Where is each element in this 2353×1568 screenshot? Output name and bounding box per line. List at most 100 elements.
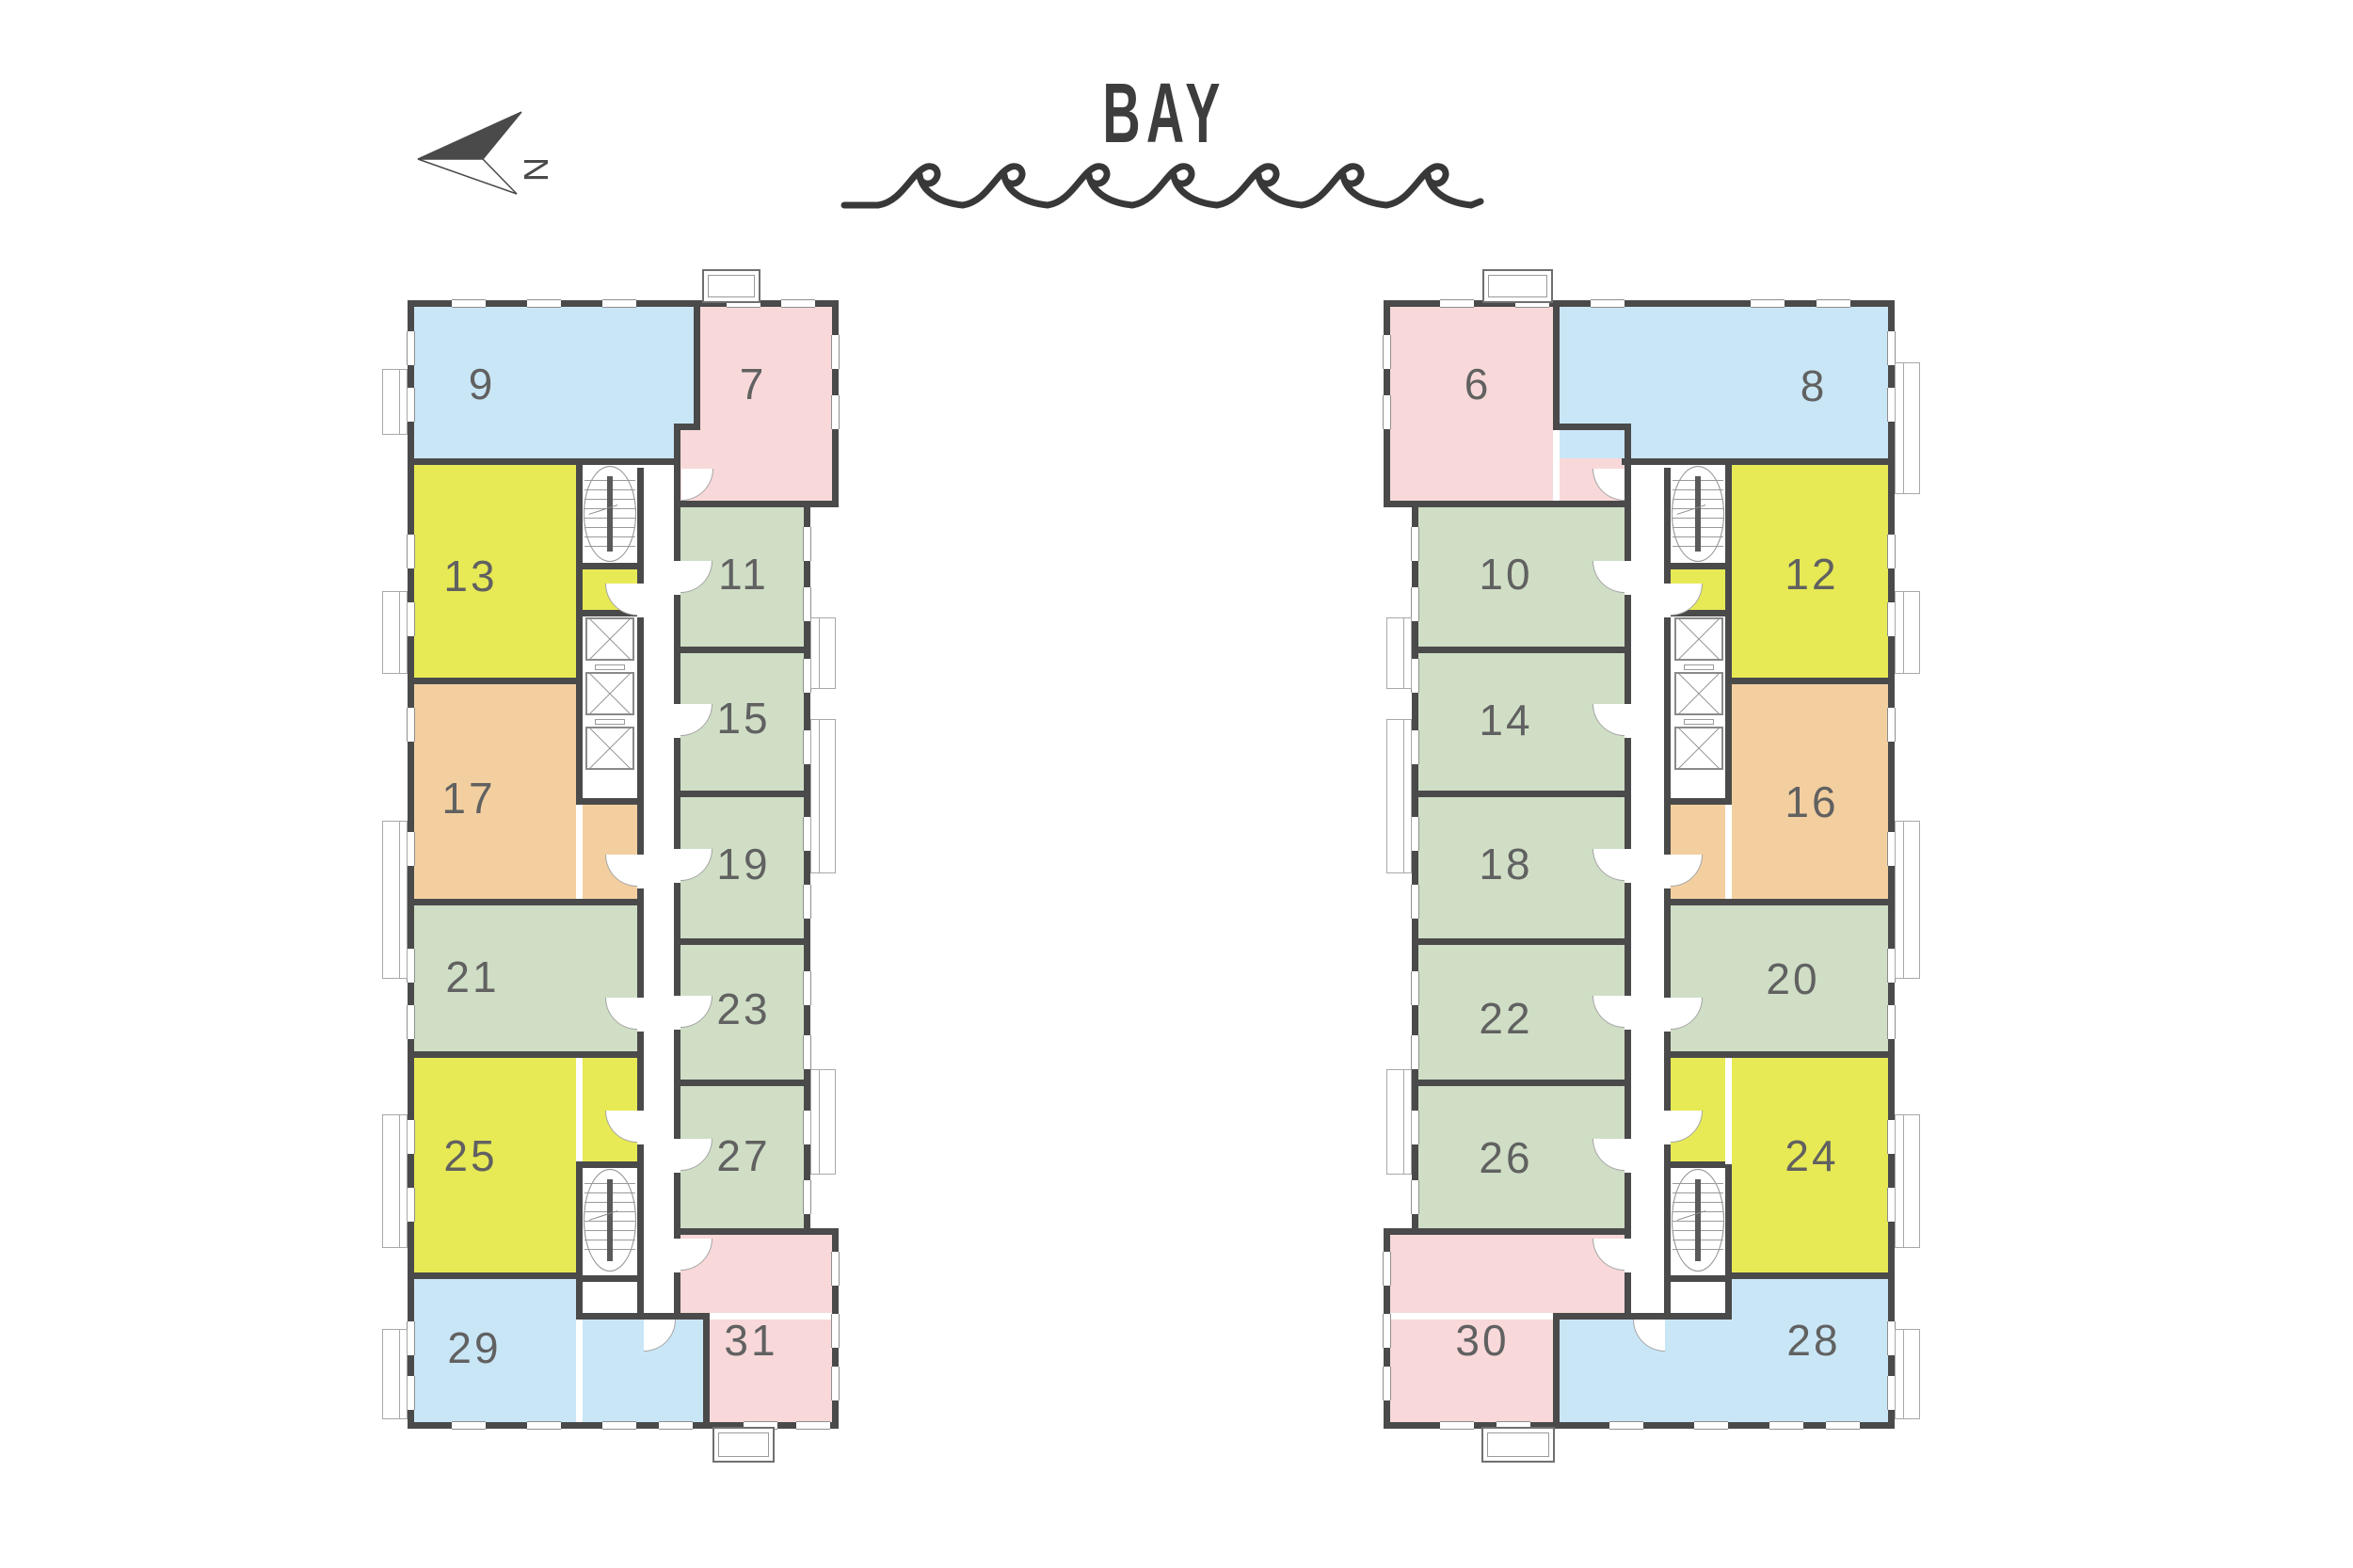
window <box>1887 1005 1896 1039</box>
elevator-slot <box>1684 719 1714 725</box>
stair-detail <box>607 1179 613 1261</box>
window <box>1440 1421 1474 1430</box>
stair-detail <box>1672 1169 1724 1272</box>
unit-23-label: 23 <box>716 984 771 1033</box>
stairs-icon <box>583 465 637 563</box>
wall <box>1725 1164 1732 1320</box>
door-opening <box>674 704 680 738</box>
unit-28-area <box>1732 1279 1888 1422</box>
elevator-icon <box>1674 617 1723 661</box>
window <box>1609 1421 1643 1430</box>
unit-16-area <box>1732 684 1888 899</box>
balcony-railing <box>382 821 408 979</box>
waves-icon <box>840 163 1484 209</box>
window <box>407 1005 415 1039</box>
wall <box>1412 501 1418 1235</box>
balcony-railing <box>1895 362 1920 494</box>
elevator-icon <box>585 727 634 770</box>
unit-6-area <box>1386 307 1553 501</box>
window <box>1591 299 1625 308</box>
unit-10-label: 10 <box>1479 550 1533 599</box>
stair-detail <box>1672 466 1724 562</box>
stairs-icon <box>1671 1168 1725 1272</box>
wall <box>1384 300 1895 307</box>
door-opening <box>1625 996 1631 1030</box>
wall <box>1664 1051 1895 1058</box>
window <box>602 299 636 308</box>
balcony-railing <box>1386 617 1412 689</box>
unit-7-area <box>700 307 832 501</box>
unit-25-area <box>583 1058 637 1161</box>
unit-20-area <box>1671 905 1888 1051</box>
door-opening <box>1625 1239 1631 1272</box>
wall <box>1412 938 1631 945</box>
unit-15-label: 15 <box>716 694 771 743</box>
window <box>781 299 815 308</box>
window <box>452 1421 486 1430</box>
unit-24-area <box>1732 1058 1888 1272</box>
wall <box>674 1228 839 1235</box>
unit-30-area <box>1386 1320 1553 1422</box>
wall <box>408 303 414 1429</box>
window <box>796 1421 830 1430</box>
window <box>1383 1367 1391 1400</box>
balcony-railing <box>1895 1114 1920 1248</box>
balcony <box>1481 1427 1555 1463</box>
window <box>831 335 840 369</box>
window <box>1826 1421 1860 1430</box>
wall <box>1725 678 1895 684</box>
door-opening <box>637 998 644 1032</box>
elevator-slot <box>595 719 625 725</box>
door-opening <box>637 584 644 617</box>
window <box>1440 299 1474 308</box>
door-opening <box>1625 1139 1631 1173</box>
wall <box>1725 1272 1895 1279</box>
stair-detail <box>607 476 613 552</box>
window <box>803 971 811 1005</box>
window <box>527 1421 561 1430</box>
window <box>407 331 415 365</box>
wall <box>576 610 637 616</box>
unit-12-label: 12 <box>1785 550 1839 599</box>
elevator-slot <box>1684 664 1714 670</box>
unit-30-area <box>1386 1235 1625 1313</box>
door-opening <box>674 996 680 1030</box>
wall <box>1664 899 1895 905</box>
wall <box>1553 303 1560 430</box>
window <box>1383 335 1391 369</box>
wall <box>674 791 810 797</box>
wall <box>1664 1161 1725 1168</box>
unit-24-label: 24 <box>1785 1131 1839 1180</box>
window <box>1411 817 1419 851</box>
balcony-railing <box>382 591 408 674</box>
balcony-railing <box>382 369 408 435</box>
wall <box>1888 303 1895 1429</box>
window <box>803 1180 811 1214</box>
wall <box>576 1275 637 1282</box>
unit-17-label: 17 <box>441 774 496 823</box>
wall <box>1725 461 1732 805</box>
wall <box>694 303 700 430</box>
balcony-railing <box>1386 1069 1412 1175</box>
elevator-icon <box>1674 672 1723 715</box>
door-opening <box>1664 855 1671 888</box>
wall <box>408 899 644 905</box>
door-opening <box>1664 584 1671 617</box>
balcony-railing <box>1895 591 1920 674</box>
balcony-railing <box>1895 821 1920 979</box>
north-arrow-icon: N <box>417 111 555 195</box>
wall <box>1553 1313 1560 1429</box>
wall <box>1664 1275 1725 1282</box>
unit-19-label: 19 <box>716 840 771 888</box>
unit-14-label: 14 <box>1479 696 1533 744</box>
unit-22-label: 22 <box>1479 994 1533 1043</box>
wall <box>408 678 583 684</box>
stair-detail <box>584 466 636 562</box>
window <box>1411 1035 1419 1069</box>
window <box>1383 1252 1391 1286</box>
wall <box>1664 563 1725 569</box>
wall <box>576 798 637 805</box>
unit-9-area <box>414 307 694 458</box>
wall <box>1412 647 1631 653</box>
window <box>1694 1421 1728 1430</box>
